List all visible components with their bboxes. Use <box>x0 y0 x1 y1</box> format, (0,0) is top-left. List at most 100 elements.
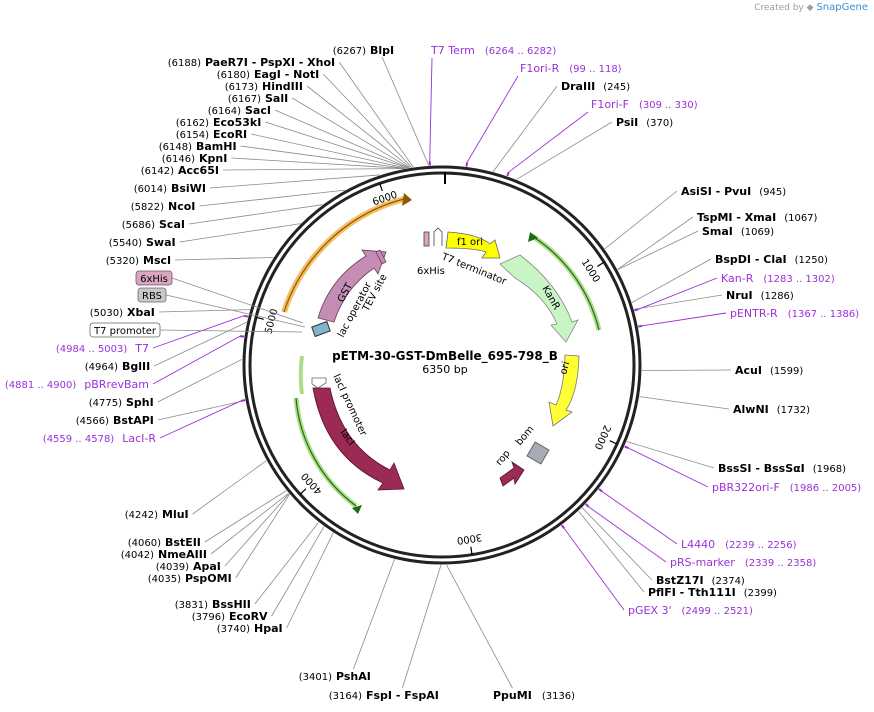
site-position: (3136) <box>542 691 575 702</box>
site-leader <box>271 526 325 617</box>
primer-leader <box>466 75 519 163</box>
boxed-label-t7-promoter-text: T7 promoter <box>93 326 157 337</box>
primer-range: (4559 .. 4578) <box>43 434 115 445</box>
site-position: (6146) <box>162 154 195 165</box>
site-position: (6267) <box>333 46 366 57</box>
site-position: (370) <box>646 118 673 129</box>
site-position: (4039) <box>156 562 189 573</box>
site-saci: SacI(6164) <box>208 104 271 117</box>
site-paer7i-pspxi-xhoi: PaeR7I - PspXI - XhoI(6188) <box>168 56 335 69</box>
lac-operator-box <box>311 320 331 338</box>
site-acui: AcuI(1599) <box>735 364 803 377</box>
site-sali: SalI(6167) <box>228 92 288 105</box>
site-bglii: BglII(4964) <box>85 360 150 373</box>
site-bspdi-clai: BspDI - ClaI(1250) <box>715 253 828 266</box>
site-swai: SwaI (5540) <box>109 236 176 249</box>
boxed-leader-rbs <box>165 294 306 328</box>
site-position: (6188) <box>168 58 201 69</box>
primer-tick <box>638 324 643 328</box>
primer-range: (4984 .. 5003) <box>56 344 128 355</box>
primer-leader <box>588 506 667 563</box>
site-acc65i: Acc65I(6142) <box>141 164 219 177</box>
primer-t7: T7(4984 .. 5003) <box>56 342 149 355</box>
site-bsteii: BstEII(4060) <box>128 536 201 549</box>
boxed-leader-t7p <box>159 329 303 333</box>
site-name: EcoRI <box>213 128 247 141</box>
site-position: (245) <box>603 82 630 93</box>
site-leader <box>265 121 409 169</box>
site-hpai: HpaI(3740) <box>217 622 283 635</box>
boxed-label-his-text: 6xHis <box>140 274 168 285</box>
site-position: (3401) <box>299 672 332 683</box>
laci-highlight-arc-upper <box>298 355 304 395</box>
primer-tick <box>239 335 245 338</box>
primer-name: F1ori-R <box>520 62 560 75</box>
site-name: PsiI <box>616 116 638 129</box>
site-name: BssHII <box>212 598 251 611</box>
site-ncoi: NcoI(5822) <box>131 200 196 213</box>
primer-marks <box>152 57 727 611</box>
primer-range: (1283 .. 1302) <box>763 274 835 285</box>
gst-arrow <box>317 249 387 323</box>
site-tspmi-xmai: TspMI - XmaI(1067) <box>697 211 818 224</box>
site-ecorv: EcoRV(3796) <box>192 610 268 623</box>
site-name: AlwNI <box>733 403 769 416</box>
site-nrui: NruI(1286) <box>726 289 794 302</box>
site-name: BglII <box>122 360 150 373</box>
primer-range: (2239 .. 2256) <box>725 540 797 551</box>
primer-name: pRS-marker <box>670 556 735 569</box>
primer-range: (99 .. 118) <box>569 64 621 75</box>
site-name: DraIII <box>561 80 595 93</box>
site-name: SwaI <box>146 236 176 249</box>
snapgene-credit: Created by ◆ SnapGene <box>754 2 868 13</box>
primer-leader <box>152 315 245 349</box>
primer-pgex-3-: pGEX 3'(2499 .. 2521) <box>628 604 753 617</box>
ori-arrow <box>548 354 580 427</box>
site-position: (4566) <box>76 416 109 427</box>
site-position: (4060) <box>128 538 161 549</box>
primer-tick <box>598 488 603 493</box>
site-name: ScaI <box>159 218 185 231</box>
primer-range: (6264 .. 6282) <box>485 46 557 57</box>
site-xbai: XbaI(5030) <box>90 306 155 319</box>
site-name: SmaI <box>702 225 733 238</box>
feature-label-his-tag: 6xHis <box>417 266 445 277</box>
boxed-leader-his <box>171 277 304 324</box>
site-name: HpaI <box>254 622 283 635</box>
site-position: (6142) <box>141 166 174 177</box>
site-position: (2374) <box>712 576 745 587</box>
site-hindiii: HindIII (6173) <box>225 80 303 93</box>
scale-tick-label: 4000 <box>299 470 324 496</box>
feature-label-f1-ori: f1 ori <box>457 237 483 248</box>
scale-tick-mark <box>609 440 618 445</box>
site-position: (5540) <box>109 238 142 249</box>
site-leader <box>204 490 287 543</box>
credit-brand: SnapGene <box>816 2 868 13</box>
plasmid-size: 6350 bp <box>422 363 467 376</box>
boxed-label-t7-promoter: T7 promoter <box>89 322 161 338</box>
site-position: (5030) <box>90 308 123 319</box>
site-leader <box>402 564 442 689</box>
feature-label-bom: bom <box>514 424 537 448</box>
site-leader <box>274 109 409 169</box>
primer-f1ori-r: F1ori-R (99 .. 118) <box>520 62 622 75</box>
site-name: HindIII <box>262 80 303 93</box>
primer-range: (1986 .. 2005) <box>790 483 862 494</box>
site-position: (1286) <box>761 291 794 302</box>
site-leader <box>231 157 406 169</box>
site-name: PflFI - Tth111I <box>648 586 736 599</box>
scale-tick-label: 3000 <box>456 531 483 546</box>
site-bstz17i: BstZ17I(2374) <box>656 574 745 587</box>
scale-tick-label: 2000 <box>592 423 612 451</box>
site-leader <box>235 494 290 579</box>
site-name: NmeAIII <box>158 548 207 561</box>
site-leader <box>516 121 613 180</box>
his-tag-box <box>423 231 430 247</box>
site-eco53ki: Eco53kI(6162) <box>176 116 262 129</box>
primer-leader <box>601 491 678 545</box>
site-name: Eco53kI <box>213 116 261 129</box>
site-name: BsiWI <box>171 182 206 195</box>
site-draiii: DraIII (245) <box>561 80 630 93</box>
site-position: (6173) <box>225 82 258 93</box>
tev-site-arrow <box>375 249 387 265</box>
